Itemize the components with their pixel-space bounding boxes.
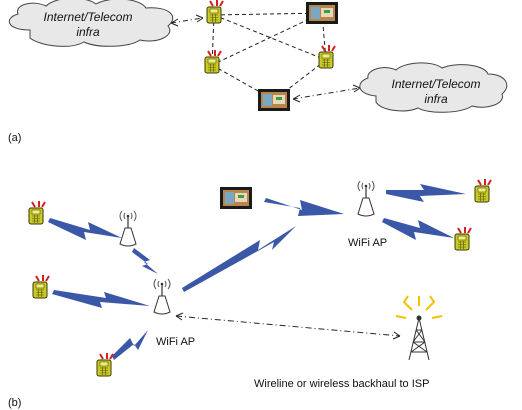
access-point-icon — [357, 180, 375, 217]
phone-icon — [96, 352, 114, 377]
internet-link — [170, 17, 204, 24]
cloud-right-line1: Internet/Telecom — [392, 77, 481, 91]
laptop-icon — [258, 89, 290, 111]
phone-icon — [318, 44, 336, 69]
phone-icon — [204, 49, 222, 74]
cloud-left-line2: infra — [76, 25, 100, 39]
panel-b: WiFi AP WiFi AP Wireline or wireless bac… — [8, 178, 492, 409]
wireless-link — [112, 330, 148, 360]
laptop-icon — [220, 187, 252, 209]
wireless-link — [386, 184, 466, 202]
access-point-icon — [119, 210, 137, 247]
backhaul-link — [175, 315, 401, 337]
phone-icon — [454, 226, 472, 251]
internet-link — [292, 87, 361, 100]
cloud-right-line2: infra — [424, 92, 448, 106]
ap-right-label: WiFi AP — [348, 237, 387, 249]
cloud-left: Internet/Telecom infra — [8, 0, 174, 47]
phone-icon — [28, 200, 46, 225]
panel-a: Internet/Telecom infra Internet/Telecom … — [8, 0, 508, 144]
wireless-link — [382, 218, 454, 240]
wireless-link — [264, 198, 344, 216]
panel-b-label: (b) — [8, 397, 21, 409]
access-point-icon — [153, 278, 171, 315]
mesh-link — [273, 59, 327, 101]
backhaul-label: Wireline or wireless backhaul to ISP — [254, 378, 429, 390]
wireless-link — [132, 248, 158, 274]
ap-center-label: WiFi AP — [156, 336, 195, 348]
phone-icon — [206, 0, 224, 24]
phone-icon — [474, 178, 492, 203]
mesh-link — [213, 12, 323, 16]
wireless-link — [52, 290, 150, 308]
cloud-right: Internet/Telecom infra — [359, 62, 508, 113]
panel-a-label: (a) — [8, 132, 21, 144]
laptop-icon — [306, 2, 338, 24]
cloud-left-line1: Internet/Telecom — [44, 10, 133, 24]
wireless-link — [48, 218, 122, 240]
phone-icon — [32, 274, 50, 299]
wireless-link — [182, 226, 296, 292]
mesh-link — [213, 14, 327, 61]
cell-tower-icon — [395, 295, 443, 361]
mesh-link — [211, 12, 323, 66]
